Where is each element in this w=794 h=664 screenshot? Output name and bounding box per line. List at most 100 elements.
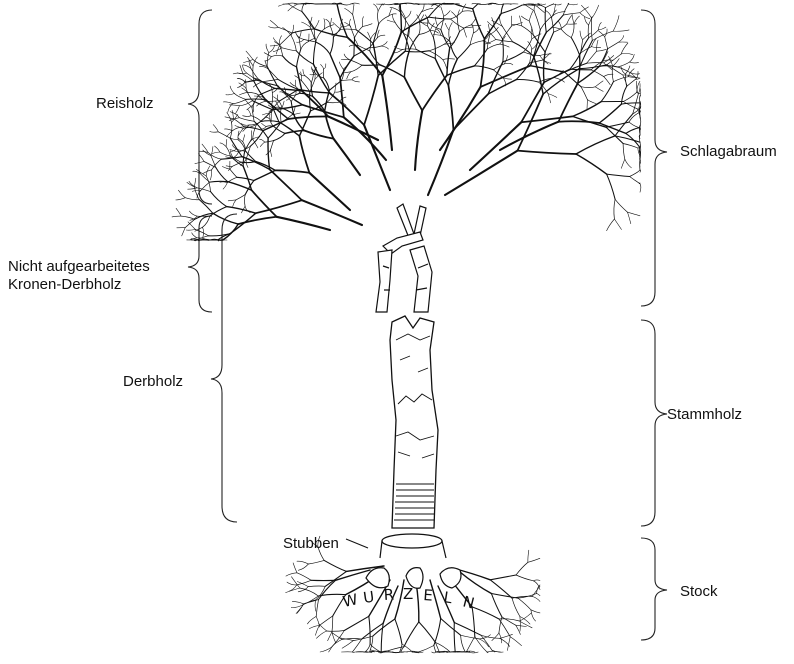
twig-stroke [518, 151, 577, 154]
twig-stroke [640, 111, 641, 113]
twig-stroke [404, 51, 409, 78]
twig-stroke [273, 38, 279, 45]
twig-stroke [421, 21, 428, 26]
twig-stroke [436, 652, 445, 653]
twig-stroke [507, 637, 510, 651]
twig-stroke [272, 93, 273, 106]
twig-stroke [640, 96, 641, 103]
twig-stroke [277, 95, 278, 101]
twig-stroke [283, 56, 297, 67]
twig-stroke [474, 49, 487, 66]
twig-stroke [226, 94, 235, 95]
twig-stroke [545, 32, 554, 52]
twig-stroke [342, 4, 351, 5]
twig-stroke [576, 136, 615, 154]
twig-stroke [190, 238, 197, 240]
twig-stroke [352, 80, 360, 82]
twig-stroke [404, 77, 422, 110]
twig-stroke [210, 131, 219, 132]
brace-stock [641, 538, 667, 640]
twig-stroke [330, 37, 333, 54]
brace-derbholz [211, 214, 237, 522]
twig-stroke [447, 48, 450, 76]
twig-stroke [363, 24, 372, 27]
twig-stroke [308, 560, 324, 564]
twig-stroke [368, 32, 371, 39]
twig-stroke [581, 5, 591, 18]
twig-stroke [571, 24, 574, 38]
twig-stroke [303, 600, 318, 604]
twig-stroke [328, 632, 332, 641]
twig-stroke [484, 14, 501, 39]
twig-stroke [251, 131, 264, 147]
twig-stroke [490, 575, 516, 580]
twig-stroke [614, 219, 621, 230]
twig-stroke [546, 15, 563, 32]
twig-stroke [402, 644, 413, 652]
twig-stroke [341, 29, 356, 30]
twig-stroke [308, 586, 325, 587]
twig-stroke [274, 42, 282, 48]
twig-stroke [226, 147, 230, 156]
twig-stroke [246, 51, 253, 59]
twig-stroke [243, 60, 253, 63]
brace-stammholz [641, 320, 667, 526]
twig-stroke [351, 27, 355, 38]
twig-stroke [344, 616, 369, 630]
twig-stroke [561, 29, 571, 37]
twig-stroke [640, 88, 641, 96]
twig-stroke [395, 619, 402, 644]
twig-stroke [532, 596, 540, 601]
label-schlagabraum: Schlagabraum [680, 143, 777, 161]
twig-stroke [470, 33, 473, 45]
twig-stroke [608, 42, 619, 49]
twig-stroke [216, 168, 228, 182]
twig-stroke [536, 6, 544, 13]
twig-stroke [347, 72, 351, 79]
twig-stroke [327, 631, 345, 632]
twig-stroke [206, 176, 210, 192]
twig-stroke [181, 216, 195, 219]
twig-stroke [351, 65, 362, 72]
twig-stroke [365, 644, 370, 652]
twig-stroke [466, 637, 475, 653]
twig-stroke [516, 575, 533, 581]
twig-stroke [321, 64, 324, 69]
twig-stroke [324, 25, 333, 29]
twig-stroke [374, 4, 379, 11]
twig-stroke [309, 173, 350, 210]
twig-stroke [210, 170, 211, 180]
twig-stroke [429, 17, 451, 19]
twig-stroke [210, 207, 227, 216]
twig-stroke [195, 230, 208, 236]
twig-stroke [230, 86, 234, 94]
twig-stroke [436, 652, 447, 653]
twig-stroke [299, 38, 301, 49]
twig-stroke [316, 42, 330, 54]
twig-stroke [440, 87, 481, 150]
twig-stroke [428, 130, 453, 195]
twig-stroke [570, 69, 591, 70]
twig-stroke [510, 637, 521, 646]
twig-stroke [280, 33, 292, 44]
twig-stroke [623, 92, 636, 101]
twig-stroke [630, 62, 639, 63]
twig-stroke [282, 48, 296, 51]
twig-stroke [445, 151, 518, 195]
twig-stroke [325, 571, 346, 586]
twig-stroke [215, 146, 220, 152]
twig-stroke [478, 4, 488, 5]
label-kronen-line1: Nicht aufgearbeitetes [8, 258, 150, 276]
twig-stroke [537, 585, 540, 594]
twig-stroke [574, 16, 579, 24]
trunk [390, 316, 438, 528]
twig-stroke [297, 39, 304, 42]
twig-stroke [297, 573, 311, 581]
twig-stroke [419, 30, 430, 34]
twig-stroke [353, 5, 354, 15]
twig-stroke [579, 41, 592, 69]
twig-stroke [533, 580, 540, 581]
twig-stroke [271, 150, 272, 157]
twig-stroke [628, 212, 641, 216]
twig-stroke [595, 87, 603, 92]
